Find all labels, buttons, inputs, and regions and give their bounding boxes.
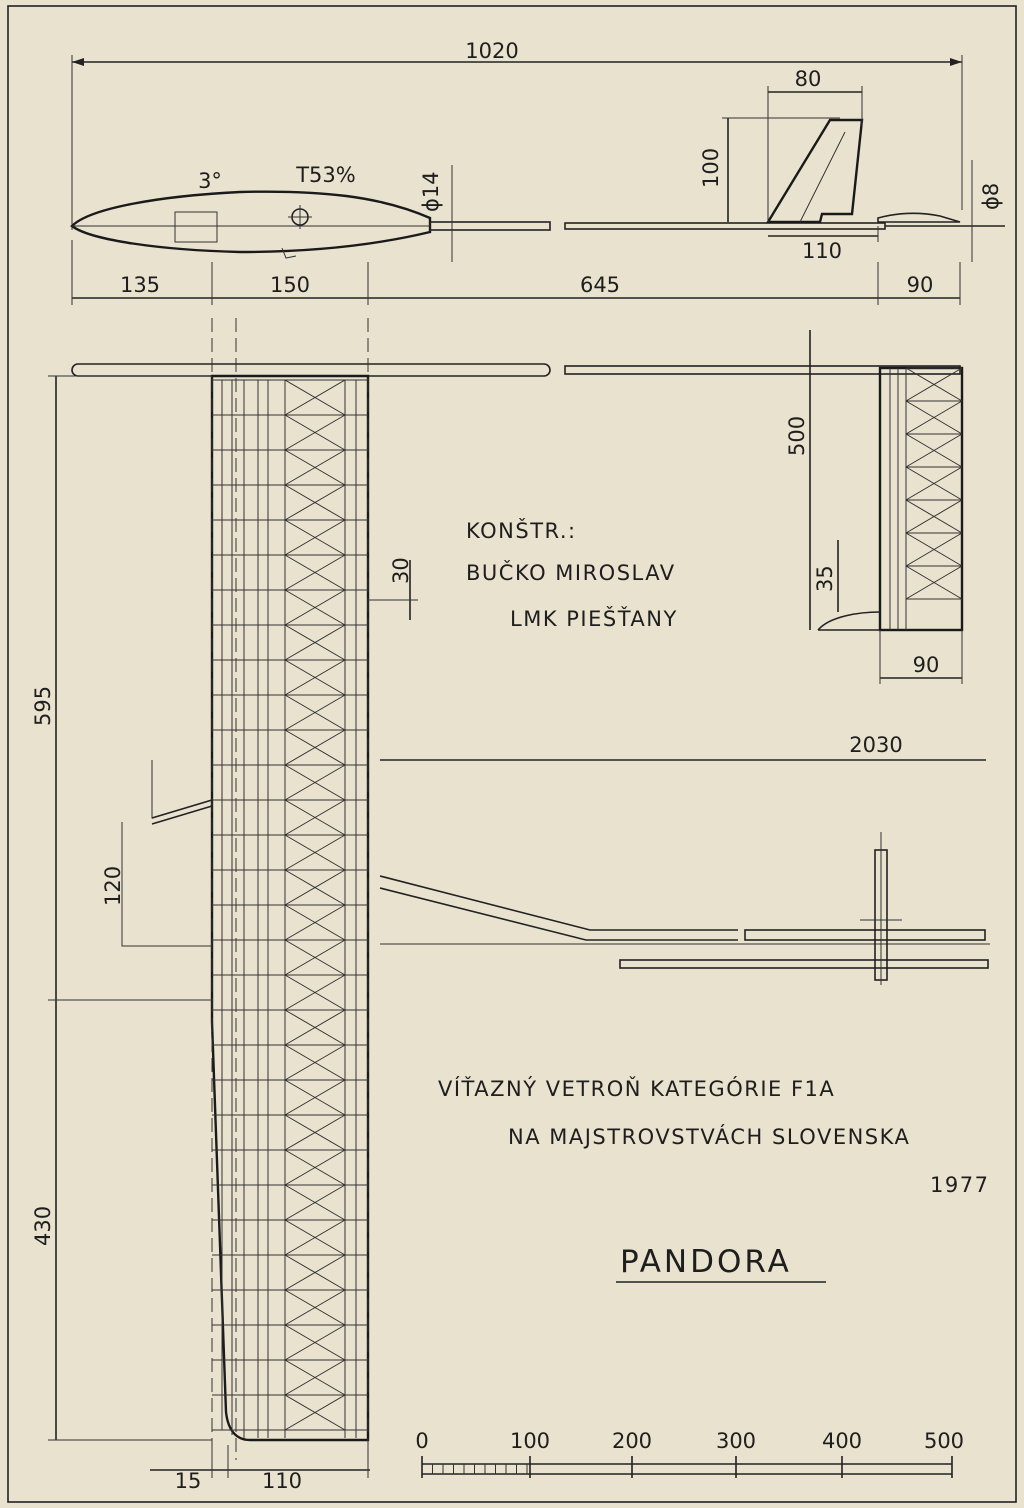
dim-fin-height: 100 bbox=[699, 148, 723, 188]
description-line1: VÍŤAZNÝ VETROŇ KATEGÓRIE F1A bbox=[438, 1076, 835, 1101]
designer-label: KONŠTR.: bbox=[466, 518, 577, 543]
scale-label-300: 300 bbox=[716, 1429, 756, 1453]
stabilizer-front bbox=[619, 959, 989, 969]
dim-pod-length: 150 bbox=[270, 273, 310, 297]
dim-wing-chord: 110 bbox=[262, 1469, 302, 1493]
cg-label: T53% bbox=[295, 163, 356, 187]
dim-total-length: 1020 bbox=[465, 39, 518, 63]
dim-wing-span: 2030 bbox=[849, 733, 902, 757]
scale-label-100: 100 bbox=[510, 1429, 550, 1453]
dim-nose-length: 135 bbox=[120, 273, 160, 297]
front-view: 2030 bbox=[379, 733, 990, 985]
scale-label-200: 200 bbox=[612, 1429, 652, 1453]
stabilizer-side bbox=[877, 212, 961, 223]
model-name: PANDORA bbox=[620, 1244, 792, 1280]
dim-stab-tip: 35 bbox=[813, 565, 837, 592]
description-line2: NA MAJSTROVSTVÁCH SLOVENSKA bbox=[508, 1124, 910, 1149]
dim-fin-top: 80 bbox=[795, 67, 822, 91]
dim-boom-rear-dia: ϕ8 bbox=[979, 183, 1003, 210]
scale-bar: 0 100 200 300 400 500 bbox=[415, 1429, 964, 1478]
stabilizer-plan-view: 500 35 90 bbox=[785, 330, 964, 684]
dim-fin-base: 110 bbox=[802, 239, 842, 263]
dim-inner-panel: 595 bbox=[31, 686, 55, 726]
dim-dihedral-rise: 120 bbox=[101, 866, 125, 906]
dim-stab-half-span: 500 bbox=[785, 416, 809, 456]
dim-boom-length: 645 bbox=[580, 273, 620, 297]
incidence-label: 3° bbox=[198, 169, 222, 193]
tail-boom-rear bbox=[564, 222, 886, 230]
vertical-fin bbox=[765, 118, 864, 224]
side-view: 1020 3° T53% ϕ14 80 100 110 bbox=[70, 39, 1005, 305]
dim-outer-panel: 430 bbox=[31, 1206, 55, 1246]
fuselage-top-view bbox=[71, 363, 551, 377]
designer-name: BUČKO MIROSLAV bbox=[466, 560, 676, 585]
stabilizer-ribs bbox=[905, 367, 963, 600]
sheet-border bbox=[7, 5, 1017, 1503]
dim-wing-step: 30 bbox=[389, 557, 413, 584]
wing-plan-view: 595 430 120 30 15 110 bbox=[31, 318, 961, 1493]
dim-tail-length: 90 bbox=[907, 273, 934, 297]
dim-boom-front-dia: ϕ14 bbox=[419, 171, 443, 212]
fuselage-pod bbox=[70, 190, 432, 254]
scale-label-500: 500 bbox=[924, 1429, 964, 1453]
tail-boom-front bbox=[429, 221, 551, 231]
designer-club: LMK PIEŠŤANY bbox=[510, 606, 678, 631]
wing-outline bbox=[210, 374, 370, 1442]
description-year: 1977 bbox=[930, 1173, 989, 1197]
ballast-box bbox=[174, 211, 218, 243]
scale-label-400: 400 bbox=[822, 1429, 862, 1453]
dim-stab-chord: 90 bbox=[913, 653, 940, 677]
dim-wing-tip-offset: 15 bbox=[175, 1469, 202, 1493]
scale-label-0: 0 bbox=[415, 1429, 428, 1453]
wing-ribs bbox=[212, 379, 368, 1431]
